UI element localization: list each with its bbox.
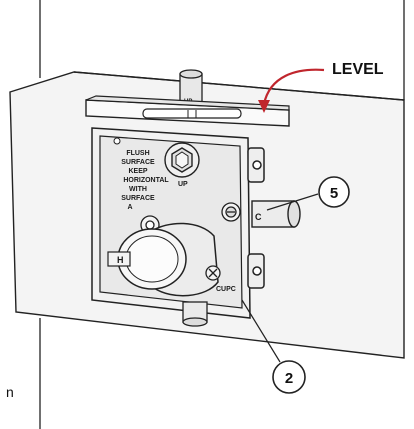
level-callout: LEVEL <box>258 61 384 113</box>
right-pipe-stub: C <box>251 200 301 228</box>
callout-5-circle <box>318 176 350 208</box>
flush-text-6: SURFACE <box>121 195 155 202</box>
level-label: LEVEL <box>332 61 384 78</box>
callout-2-circle <box>272 360 306 394</box>
bottom-pipe-stub <box>182 301 208 327</box>
flush-text-5: WITH <box>129 186 147 193</box>
callout-2: 2 <box>241 299 306 394</box>
wall-structure <box>39 0 405 429</box>
flush-text-7: A <box>127 204 132 211</box>
top-pipe-stub: UP <box>179 69 203 105</box>
callout-5: 5 <box>266 176 350 211</box>
level-arrowhead <box>258 100 270 113</box>
side-c-text: C <box>255 212 262 222</box>
level-arrow <box>262 68 325 105</box>
up-cap-text: UP <box>178 181 188 188</box>
hex-plug-cap: UP <box>164 142 200 188</box>
level-tool <box>85 95 290 127</box>
flush-text-2: SURFACE <box>121 159 155 166</box>
callout-5-leader <box>266 193 319 211</box>
flush-surface-instructions: FLUSH SURFACE KEEP HORIZONTAL WITH SURFA… <box>121 150 169 211</box>
flush-text-1: FLUSH <box>126 150 149 157</box>
callout-2-number: 2 <box>285 370 293 387</box>
flush-text-4: HORIZONTAL <box>123 177 169 184</box>
mounting-screw: CUPC <box>205 265 236 293</box>
callout-2-leader <box>241 299 281 363</box>
level-vial <box>142 108 242 119</box>
side-h-text: H <box>117 255 124 265</box>
valve-cartridge: H <box>107 222 219 297</box>
cupc-text: CUPC <box>216 286 236 293</box>
stop-screw <box>221 202 241 222</box>
callout-5-number: 5 <box>330 185 338 202</box>
edge-text-fragment: n <box>6 384 14 400</box>
flush-text-3: KEEP <box>128 168 147 175</box>
